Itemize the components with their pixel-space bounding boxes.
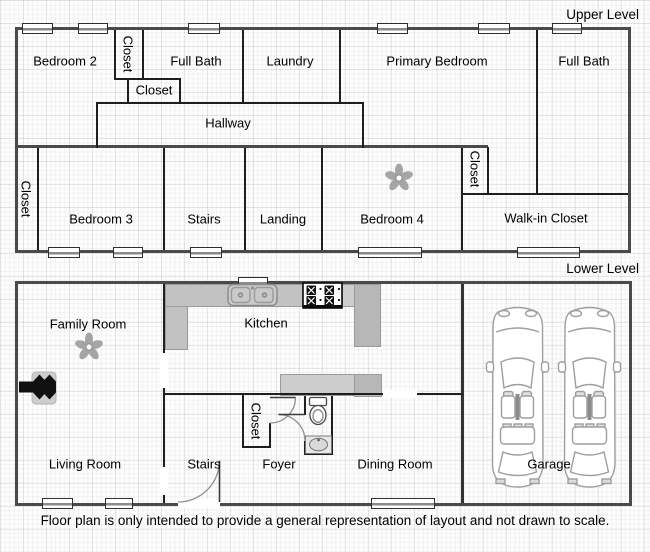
window-icon [377, 23, 408, 34]
upper-level-label: Upper Level [566, 7, 639, 22]
window-icon [188, 23, 220, 34]
wall-closet-b-bottom [127, 102, 181, 104]
window-icon [517, 247, 580, 258]
room-label-walk-in-closet: Walk-in Closet [504, 210, 588, 226]
room-label-laundry: Laundry [266, 53, 314, 69]
room-label-stairs-lower: Stairs [187, 456, 221, 472]
wall-hallway-right [362, 102, 364, 148]
wall-bedroom4-right [461, 148, 463, 250]
wall-lower-closet-right [269, 423, 271, 447]
kitchen-counter-right [354, 284, 381, 347]
room-label-living-room: Living Room [48, 456, 122, 472]
wall-lower-closet-bottom [242, 446, 271, 448]
room-label-full-bath-right: Full Bath [558, 53, 610, 69]
room-label-dining-room: Dining Room [357, 456, 433, 472]
room-label-garage: Garage [527, 456, 571, 472]
door-opening [160, 353, 168, 388]
window-icon [371, 498, 435, 509]
window-icon [358, 247, 422, 258]
lower-level-label: Lower Level [566, 261, 639, 276]
window-icon [552, 23, 582, 34]
window-icon [113, 247, 143, 258]
room-label-closet-a: Closet [120, 35, 136, 73]
front-door-opening [178, 499, 220, 508]
disclaimer-caption: Floor plan is only intended to provide a… [40, 513, 610, 528]
door-opening [160, 467, 168, 495]
window-icon [78, 23, 108, 34]
window-icon [478, 23, 510, 34]
wall-laundry-primary [339, 30, 341, 103]
upper-outer-wall [15, 27, 631, 253]
wall-bedroom3-stairs [163, 148, 165, 250]
room-label-closet-b: Closet [135, 82, 173, 98]
room-label-foyer: Foyer [262, 456, 296, 472]
room-label-bedroom3: Bedroom 3 [69, 211, 133, 227]
wall-hallway-top [97, 102, 364, 104]
room-label-closet-small: Closet [467, 150, 483, 188]
room-label-landing: Landing [259, 211, 307, 227]
wall-hallway-left [96, 102, 98, 148]
wall-closet-small-right [487, 147, 489, 195]
room-label-full-bath-left: Full Bath [170, 53, 222, 69]
room-label-hallway: Hallway [205, 115, 251, 131]
wall-bath-right [331, 396, 333, 455]
wall-closet-a-left [114, 30, 116, 79]
window-icon [48, 247, 80, 258]
wall-lower-closet-left [242, 393, 244, 447]
room-label-primary-bedroom: Primary Bedroom [386, 53, 488, 69]
door-opening [383, 390, 417, 398]
wall-bath-bottom [304, 453, 333, 455]
wall-closet-shelf [114, 78, 181, 80]
wall-stairs-landing [244, 148, 246, 250]
room-label-closet-left: Closet [18, 180, 34, 218]
window-icon [190, 247, 222, 258]
wall-primary-fullbath [536, 30, 538, 195]
wall-kitchen-south [163, 393, 463, 395]
wall-closet-left-strip [37, 148, 39, 250]
wall-walkin-top [461, 193, 628, 195]
window-icon [22, 23, 53, 34]
room-label-closet-lower: Closet [248, 402, 264, 440]
window-icon [42, 498, 73, 509]
wall-upper-main-divider [15, 145, 488, 148]
wall-bath-left-upper [304, 396, 306, 415]
room-label-bedroom4: Bedroom 4 [360, 211, 424, 227]
wall-closet-b-left [127, 80, 129, 104]
wall-landing-bedroom4 [321, 148, 323, 250]
wall-fullbath-laundry [242, 30, 244, 103]
wall-closet-b-right [179, 80, 181, 104]
window-icon [105, 498, 133, 509]
window-icon [238, 277, 268, 288]
room-label-stairs-upper: Stairs [187, 211, 221, 227]
room-label-bedroom2: Bedroom 2 [33, 53, 97, 69]
wall-closet-a-right [142, 30, 144, 79]
room-label-kitchen: Kitchen [244, 315, 288, 331]
kitchen-peninsula-end [354, 374, 382, 397]
room-label-family-room: Family Room [49, 316, 127, 332]
